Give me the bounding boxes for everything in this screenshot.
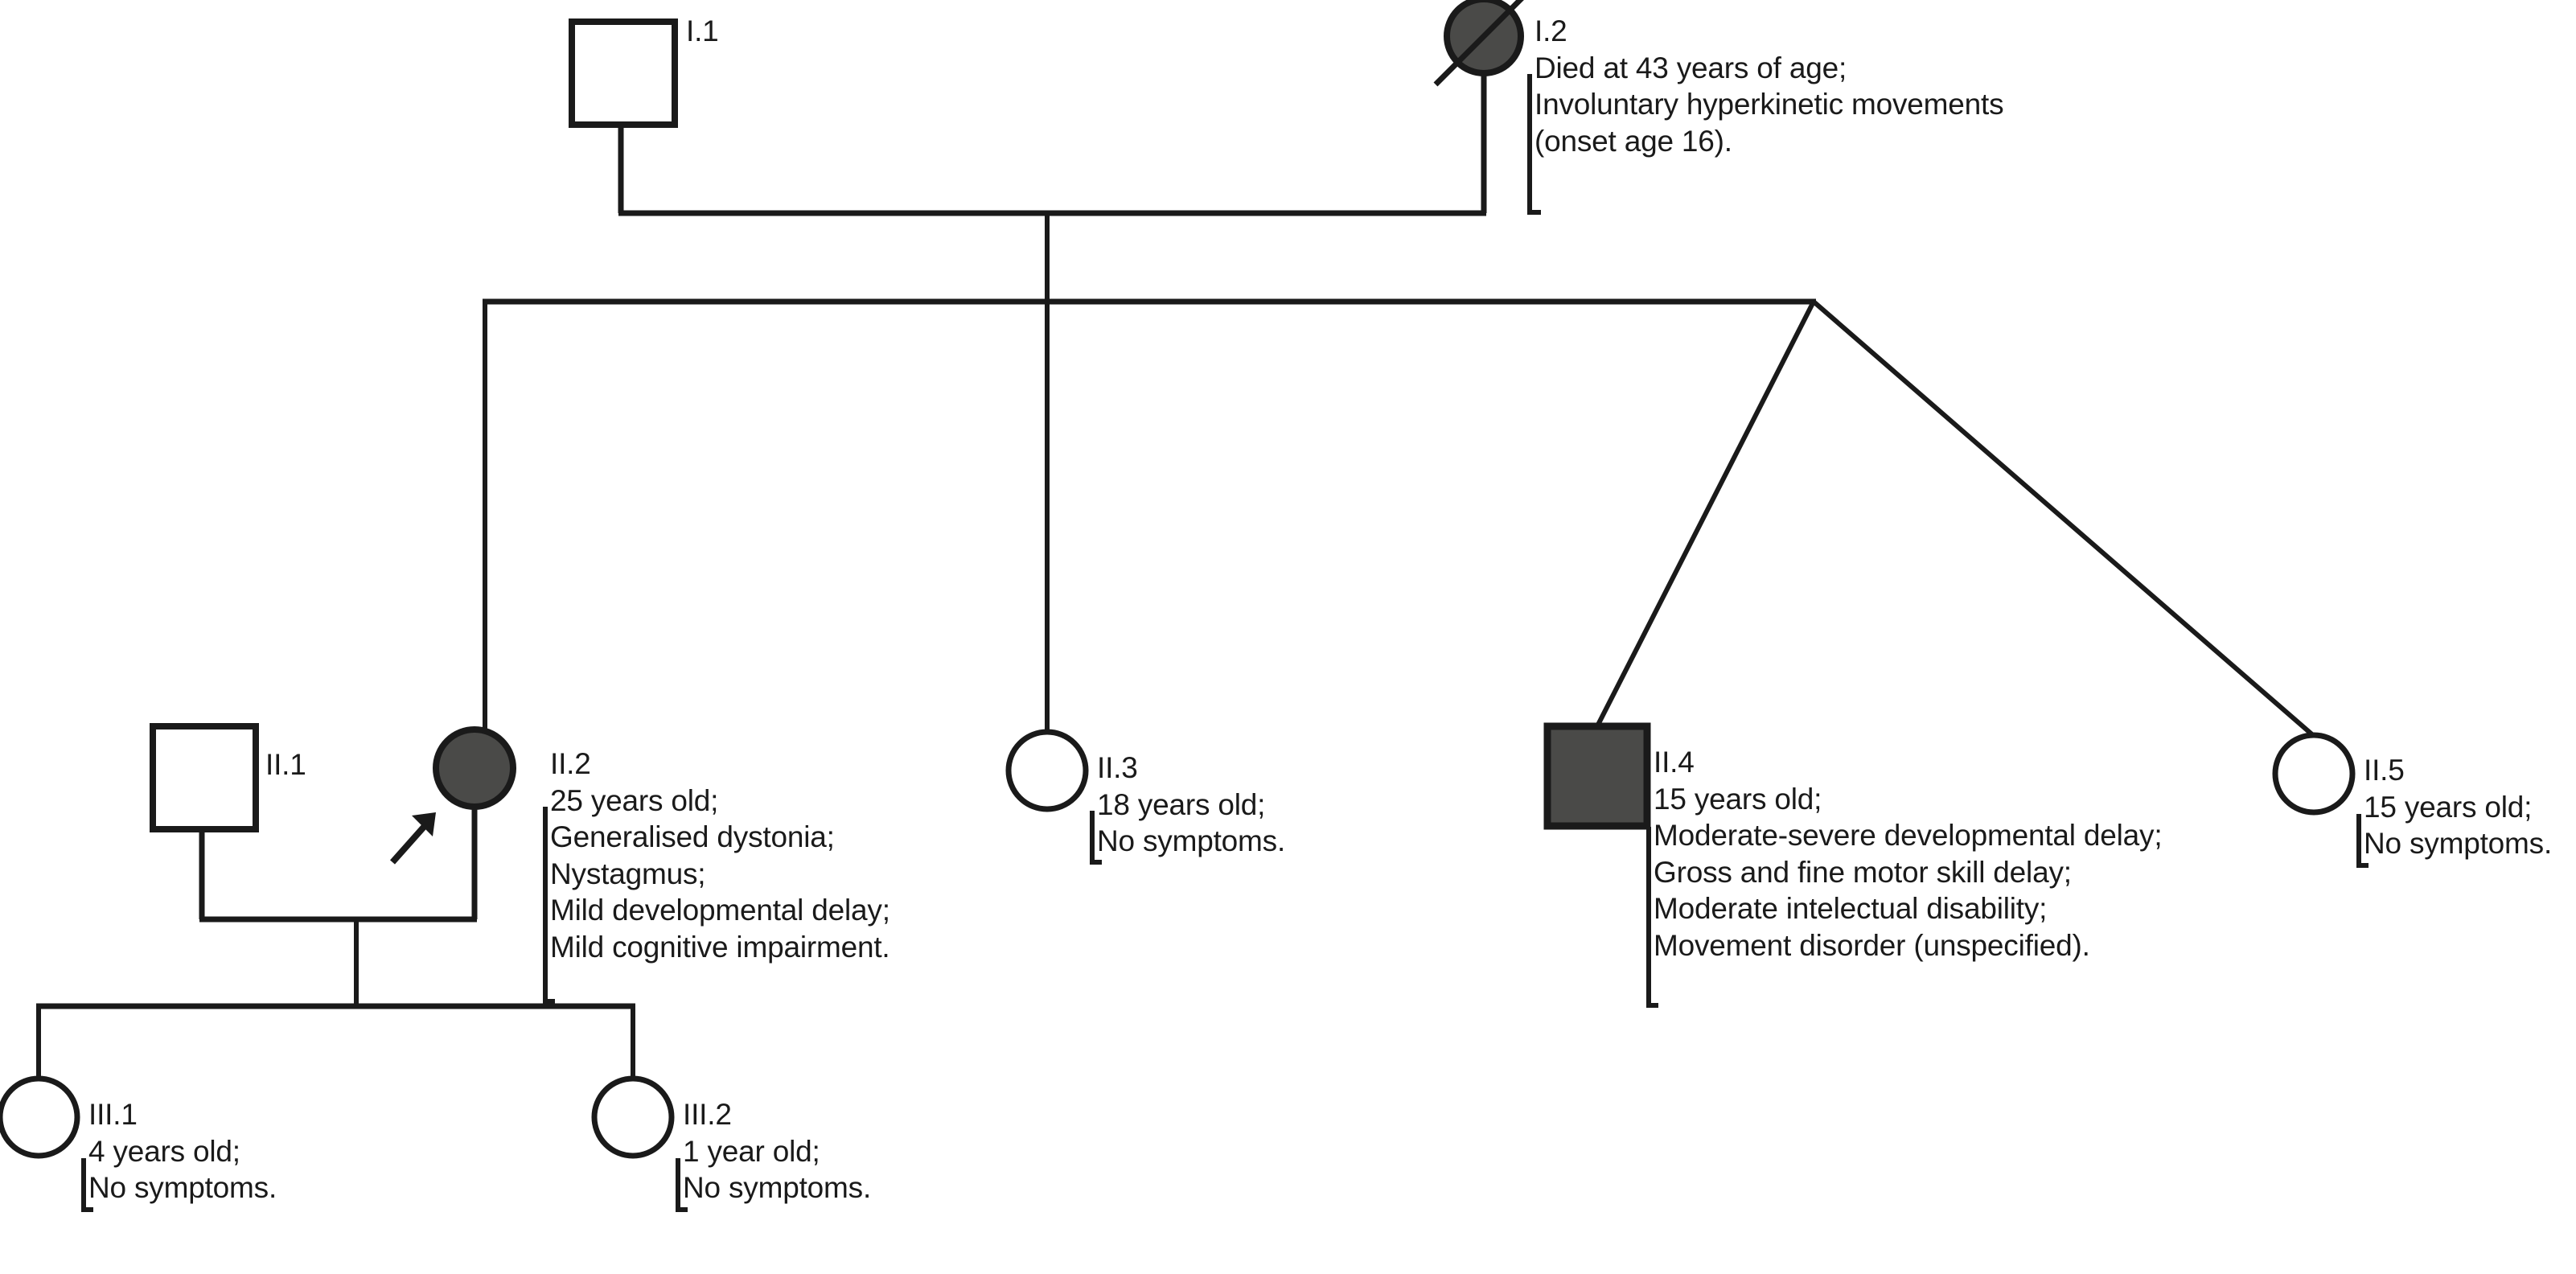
individual-symbol-iii2[interactable] [591, 1075, 675, 1159]
individual-symbol-iii1[interactable] [0, 1075, 80, 1159]
individual-detail-line: Involuntary hyperkinetic movements [1535, 88, 2004, 121]
individual-label-iii2: III.2 1 year old; No symptoms. [683, 1096, 871, 1206]
individual-detail-line: Generalised dystonia; [550, 820, 835, 853]
individual-detail-line: No symptoms. [2364, 827, 2553, 860]
individual-id-ii5: II.5 [2364, 754, 2405, 787]
description-bracket-i2 [1527, 74, 1541, 215]
individual-detail-line: 4 years old; [88, 1134, 240, 1168]
individual-detail-line: No symptoms. [683, 1171, 872, 1204]
individual-label-i2: I.2 Died at 43 years of age; Involuntary… [1535, 13, 2004, 159]
individual-id-ii1: II.1 [265, 748, 306, 781]
individual-detail-line: Nystagmus; [550, 857, 706, 890]
individual-label-ii4: II.4 15 years old; Moderate-severe devel… [1654, 744, 2163, 964]
description-bracket-ii3 [1090, 811, 1102, 865]
individual-label-iii1: III.1 4 years old; No symptoms. [88, 1096, 277, 1206]
individual-id-i1: I.1 [686, 14, 719, 47]
connector-sibship-to-ii5 [1812, 299, 2315, 738]
individual-detail-line: Died at 43 years of age; [1535, 51, 1847, 84]
individual-symbol-ii3[interactable] [1005, 729, 1089, 812]
individual-id-iii1: III.1 [88, 1098, 138, 1131]
individual-detail-line: 25 years old; [550, 783, 719, 817]
individual-detail-line: No symptoms. [1097, 824, 1286, 857]
description-bracket-ii5 [2356, 814, 2369, 868]
individual-id-ii4: II.4 [1654, 746, 1695, 779]
individual-id-iii2: III.2 [683, 1098, 732, 1131]
individual-detail-line: Moderate-severe developmental delay; [1654, 819, 2163, 852]
description-bracket-iii2 [676, 1158, 688, 1212]
individual-symbol-ii5[interactable] [2272, 732, 2356, 816]
description-bracket-ii4 [1646, 827, 1658, 1008]
individual-detail-line: Gross and fine motor skill delay; [1654, 855, 2072, 889]
individual-detail-line: (onset age 16). [1535, 124, 1732, 158]
individual-id-i2: I.2 [1535, 14, 1567, 47]
connector-sibship-to-ii4 [1595, 300, 1816, 728]
individual-id-ii2: II.2 [550, 747, 591, 780]
individual-detail-line: Movement disorder (unspecified). [1654, 928, 2090, 962]
individual-detail-line: 15 years old; [2364, 790, 2533, 824]
individual-label-ii5: II.5 15 years old; No symptoms. [2364, 752, 2552, 862]
individual-symbol-i1[interactable] [569, 18, 678, 128]
individual-detail-line: No symptoms. [88, 1171, 277, 1204]
description-bracket-ii2 [543, 807, 555, 1004]
individual-detail-line: 18 years old; [1097, 787, 1266, 821]
individual-detail-line: 15 years old; [1654, 782, 1822, 816]
individual-id-ii3: II.3 [1097, 751, 1138, 784]
individual-symbol-ii2[interactable] [433, 726, 516, 810]
individual-label-ii3: II.3 18 years old; No symptoms. [1097, 750, 1285, 860]
individual-detail-line: Mild developmental delay; [550, 894, 890, 927]
individual-detail-line: Mild cognitive impairment. [550, 930, 890, 964]
proband-arrow-icon [390, 812, 436, 865]
individual-label-i1: I.1 [686, 13, 719, 50]
deceased-slash-i2 [1433, 0, 1524, 87]
individual-label-ii2: II.2 25 years old; Generalised dystonia;… [550, 746, 890, 965]
individual-label-ii1: II.1 [265, 746, 306, 783]
individual-detail-line: 1 year old; [683, 1134, 820, 1168]
description-bracket-iii1 [81, 1158, 93, 1212]
individual-symbol-ii1[interactable] [150, 723, 259, 832]
individual-detail-line: Moderate intelectual disability; [1654, 892, 2048, 925]
individual-symbol-ii4[interactable] [1543, 722, 1651, 830]
